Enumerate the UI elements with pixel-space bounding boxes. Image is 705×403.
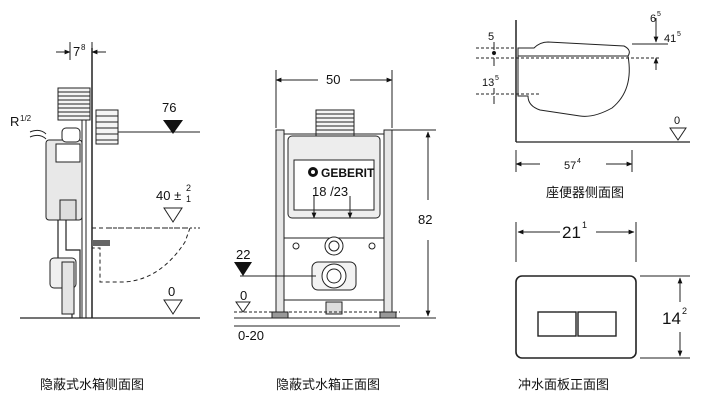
front-brand-logo: GEBERIT xyxy=(308,166,375,180)
side-width-label: 7 xyxy=(73,44,80,59)
toilet-mid-dim-sup: 5 xyxy=(495,75,499,82)
flush-button-small xyxy=(537,311,577,337)
flush-plate-view xyxy=(515,222,690,359)
side-height-40-marker xyxy=(163,207,183,223)
toilet-floor-zero-label: 0 xyxy=(674,115,680,127)
front-floor-range-label: 0-20 xyxy=(238,328,264,343)
flush-button-large xyxy=(577,311,617,337)
front-drain-height-label: 22 xyxy=(236,247,250,262)
plate-width-sup: 1 xyxy=(582,220,587,230)
front-view-caption: 隐蔽式水箱正面图 xyxy=(276,377,380,393)
inlet-valve xyxy=(61,127,81,143)
cistern-side-view xyxy=(20,42,200,319)
plate-height-label: 14 xyxy=(662,309,681,328)
toilet-bowl xyxy=(517,55,630,117)
plate-height-sup: 2 xyxy=(682,306,687,316)
front-drain-height-marker xyxy=(234,262,252,276)
toilet-depth-dim-sup: 4 xyxy=(577,158,581,165)
toilet-side-view xyxy=(476,18,690,172)
side-floor-zero-label: 0 xyxy=(168,284,175,299)
toilet-top-dim-sup: 5 xyxy=(657,11,661,18)
cistern-front-view xyxy=(234,70,436,327)
side-height-top-label: 76 xyxy=(162,100,176,115)
toilet-height-dim-sup: 5 xyxy=(677,31,681,38)
plate-view-caption: 冲水面板正面图 xyxy=(518,378,609,393)
side-height-76-marker xyxy=(163,120,183,134)
frame-right-post xyxy=(383,129,393,313)
toilet-lid xyxy=(517,41,630,57)
front-height-label: 82 xyxy=(418,212,432,227)
toilet-view-caption: 座便器侧面图 xyxy=(546,186,624,201)
toilet-height-dim: 41 xyxy=(664,33,676,45)
side-floor-0-marker xyxy=(163,299,183,315)
toilet-mid-dim: 13 xyxy=(482,77,494,89)
inlet-connector xyxy=(324,236,344,256)
side-bowl-height-sub: 1 xyxy=(186,194,191,204)
side-bowl-height-label: 40 ± xyxy=(156,188,181,203)
plate-range-label: 18 /23 xyxy=(312,184,348,199)
plate-width-label: 21 xyxy=(562,223,581,242)
side-view-caption: 隐蔽式水箱侧面图 xyxy=(40,377,144,393)
pipe-size-fraction: 1/2 xyxy=(20,114,32,123)
toilet-seat-dim: 5 xyxy=(488,31,494,43)
front-width-label: 50 xyxy=(326,72,340,87)
front-floor-marker xyxy=(235,301,251,313)
toilet-floor-marker xyxy=(669,127,687,141)
flush-plate-area xyxy=(293,159,375,211)
pipe-size-label: R xyxy=(10,114,19,129)
toilet-depth-dim: 57 xyxy=(564,160,576,172)
front-floor-zero-label: 0 xyxy=(240,288,247,303)
frame-left-post xyxy=(275,129,285,313)
side-bowl-height-sup: 2 xyxy=(186,183,191,193)
cistern-top-grille xyxy=(57,87,119,145)
toilet-bowl-outline xyxy=(92,227,191,283)
side-width-sup: 8 xyxy=(81,43,86,52)
toilet-top-dim: 6 xyxy=(650,13,656,25)
brand-name: GEBERIT xyxy=(321,166,375,180)
